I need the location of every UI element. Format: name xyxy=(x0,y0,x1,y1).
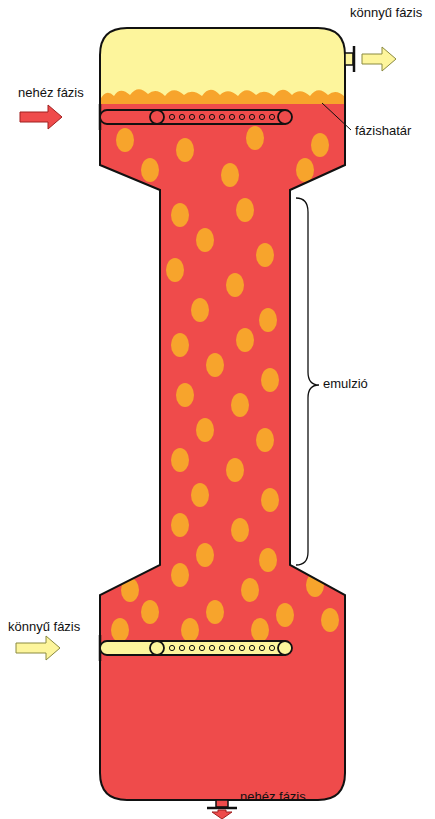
phase-boundary xyxy=(100,89,345,104)
droplet xyxy=(196,543,214,567)
pipe-hole xyxy=(219,645,224,650)
droplet xyxy=(306,573,324,597)
pipe-hole xyxy=(189,645,194,650)
heavy-phase-arrow xyxy=(20,105,62,129)
pipe-hole xyxy=(249,114,254,119)
brace-bracket xyxy=(296,198,319,565)
droplet xyxy=(121,578,139,602)
pipe-hole xyxy=(239,114,244,119)
droplet xyxy=(171,563,189,587)
droplet xyxy=(196,418,214,442)
droplet xyxy=(231,393,249,417)
pipe-hole xyxy=(209,645,214,650)
pipe-hole xyxy=(259,114,264,119)
droplet xyxy=(261,368,279,392)
pipe-hole xyxy=(259,645,264,650)
pipe-end xyxy=(278,110,292,124)
pipe-hole xyxy=(199,114,204,119)
pipe-end xyxy=(278,641,292,655)
droplet xyxy=(196,228,214,252)
droplet xyxy=(181,618,199,642)
pipe-hole xyxy=(269,645,274,650)
outlet-flange xyxy=(207,807,237,810)
droplet xyxy=(241,578,259,602)
distributor-pipe xyxy=(100,641,290,655)
droplet xyxy=(311,133,329,157)
callout-label: fázishatár xyxy=(355,124,411,139)
stream-label: nehéz fázis xyxy=(18,86,84,101)
pipe-hole xyxy=(179,645,184,650)
droplet xyxy=(226,458,244,482)
stream-label: nehéz fázis xyxy=(240,790,306,805)
droplet xyxy=(116,128,134,152)
droplet xyxy=(236,328,254,352)
droplet xyxy=(251,618,269,642)
pipe-end xyxy=(150,641,164,655)
light-phase-arrow xyxy=(362,47,396,71)
pipe-hole xyxy=(169,114,174,119)
pipe-hole xyxy=(199,645,204,650)
pipe-hole xyxy=(219,114,224,119)
droplet xyxy=(296,158,314,182)
column-outline xyxy=(100,28,345,800)
droplet xyxy=(166,258,184,282)
droplet xyxy=(231,518,249,542)
droplet xyxy=(141,158,159,182)
droplet xyxy=(191,298,209,322)
droplet xyxy=(176,383,194,407)
droplet xyxy=(171,513,189,537)
pipe-hole xyxy=(189,114,194,119)
light-phase-arrow xyxy=(16,636,60,660)
stream-label: könnyű fázis xyxy=(8,620,80,635)
droplet xyxy=(259,308,277,332)
droplet xyxy=(206,353,224,377)
pipe-hole xyxy=(229,114,234,119)
column-body xyxy=(100,28,345,800)
droplet xyxy=(206,600,224,624)
pipe-end xyxy=(150,110,164,124)
pipe-hole xyxy=(269,114,274,119)
region-label: emulzió xyxy=(323,377,368,392)
droplet xyxy=(276,603,294,627)
droplet xyxy=(171,333,189,357)
droplet xyxy=(171,203,189,227)
droplet xyxy=(256,243,274,267)
droplet xyxy=(259,548,277,572)
heavy-phase-arrow xyxy=(212,810,232,819)
distributor-pipe xyxy=(100,110,290,124)
light-phase-layer xyxy=(95,25,350,100)
outlet-flange xyxy=(353,46,356,72)
outlet-pipe xyxy=(345,53,353,65)
droplet xyxy=(236,198,254,222)
droplet xyxy=(221,163,239,187)
droplet xyxy=(171,448,189,472)
droplet xyxy=(191,483,209,507)
pipe-hole xyxy=(239,645,244,650)
pipe-hole xyxy=(179,114,184,119)
leader-line xyxy=(322,103,351,130)
droplet xyxy=(226,273,244,297)
droplet xyxy=(261,488,279,512)
droplet xyxy=(176,138,194,162)
droplet xyxy=(256,428,274,452)
stream-label: könnyű fázis xyxy=(350,6,422,21)
droplet xyxy=(246,126,264,150)
pipe-hole xyxy=(209,114,214,119)
outlet-pipe xyxy=(216,800,228,807)
droplet xyxy=(111,618,129,642)
droplet xyxy=(141,600,159,624)
pipe-hole xyxy=(249,645,254,650)
pipe-hole xyxy=(229,645,234,650)
pipe-hole xyxy=(169,645,174,650)
droplet xyxy=(321,608,339,632)
